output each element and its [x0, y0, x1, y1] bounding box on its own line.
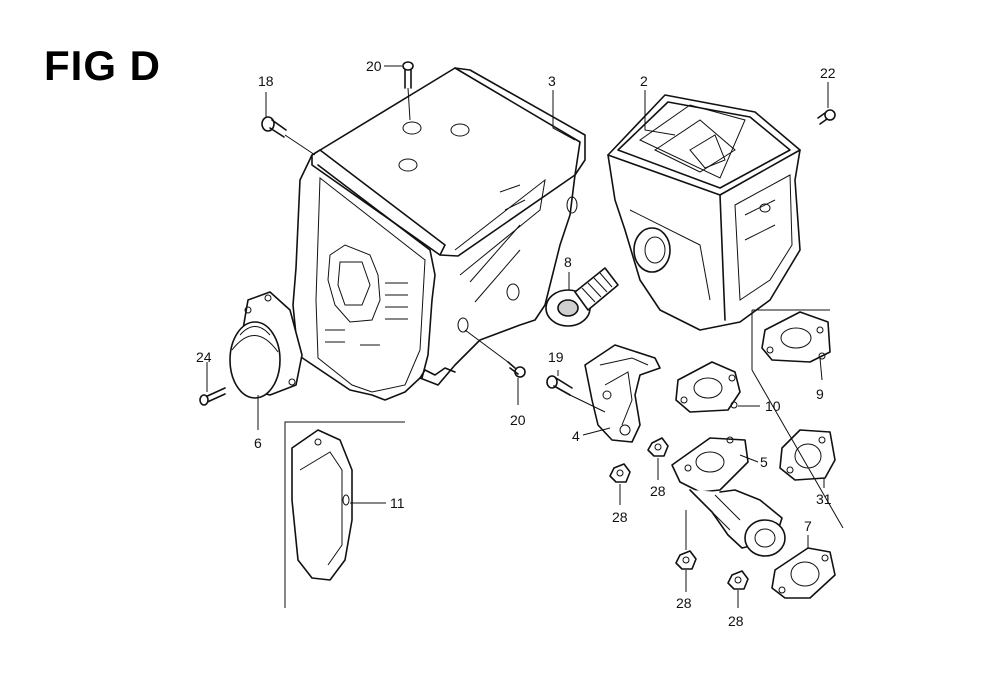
part-4-bracket [584, 344, 661, 443]
callout-19: 19 [548, 349, 564, 365]
part-5-exhaust-pipe [671, 436, 786, 557]
callout-24: 24 [196, 349, 212, 365]
callout-5: 5 [760, 454, 768, 470]
callout-22: 22 [820, 65, 836, 81]
part-20-bolt-top [402, 61, 414, 89]
callout-31: 31 [816, 491, 832, 507]
part-22-bolt [817, 109, 836, 125]
callout-20-top: 20 [366, 58, 382, 74]
callout-28-a: 28 [650, 483, 666, 499]
callout-18: 18 [258, 73, 274, 89]
box-11-frame [284, 421, 405, 608]
callout-8: 8 [564, 254, 572, 270]
callout-20-bottom: 20 [510, 412, 526, 428]
part-19-bolt [546, 375, 573, 396]
part-10-gasket [675, 361, 741, 413]
part-28-nuts [609, 437, 749, 590]
figure-title: FIG D [44, 42, 161, 89]
callout-2: 2 [640, 73, 648, 89]
box-9-31-frame [751, 309, 844, 529]
part-8-spring [545, 267, 619, 327]
callout-7: 7 [804, 518, 812, 534]
part-2-air-shroud [607, 94, 801, 331]
leader-lines [206, 65, 829, 608]
callout-11: 11 [390, 495, 405, 511]
callout-6: 6 [254, 435, 262, 451]
part-3-fan-cover [292, 67, 586, 401]
callout-10: 10 [765, 398, 781, 414]
part-20-bolt-bottom [507, 361, 526, 378]
part-24-bolt [199, 387, 226, 406]
callout-labels: 18 20 3 2 22 8 24 6 20 19 4 10 9 5 28 28… [196, 58, 836, 629]
part-11-heat-shield [291, 429, 353, 581]
callout-28-c: 28 [676, 595, 692, 611]
callout-4: 4 [572, 428, 580, 444]
part-9-gasket [761, 311, 831, 363]
callout-3: 3 [548, 73, 556, 89]
part-7-gasket [771, 547, 836, 599]
part-31-gasket [779, 429, 836, 481]
callout-28-b: 28 [612, 509, 628, 525]
part-6-muffler-cap [229, 291, 303, 399]
callout-9: 9 [816, 386, 824, 402]
callout-28-d: 28 [728, 613, 744, 629]
part-18-bolt [261, 116, 287, 138]
